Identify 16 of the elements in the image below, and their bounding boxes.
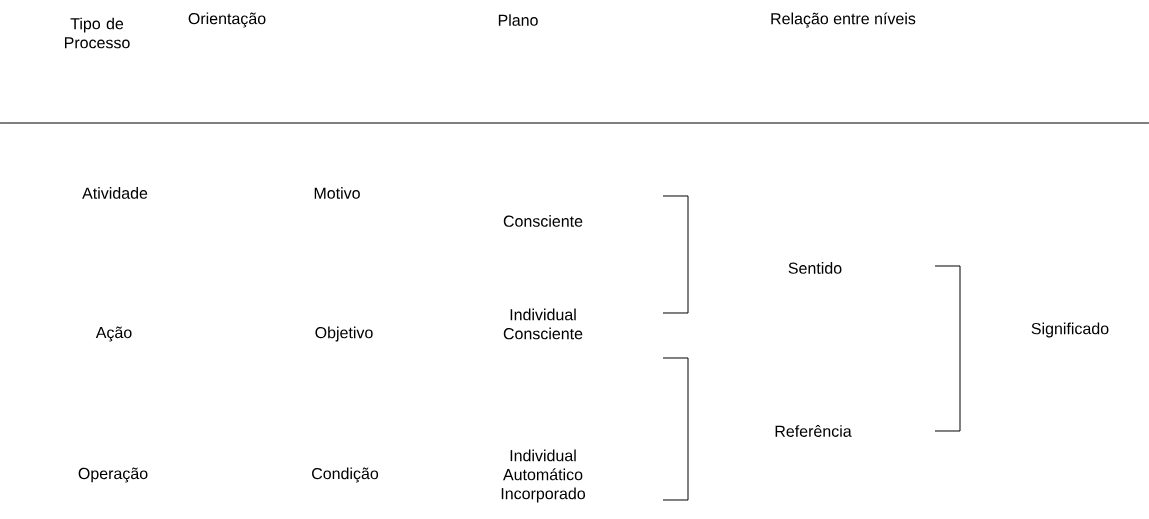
column-header: Plano (498, 14, 538, 26)
column-header: Orientação (188, 12, 266, 28)
cell-text: Ação (95, 326, 132, 342)
cell-text: Objetivo (315, 326, 373, 342)
cell-text: Atividade (82, 187, 148, 199)
cell-text: Condição (312, 467, 379, 483)
cell-text: Significado (1031, 322, 1109, 338)
cell-text: Motivo (314, 187, 360, 199)
column-header: Relação entre níveis (771, 12, 916, 28)
cell-text: Sentido (788, 262, 842, 274)
cell-text: Referência (775, 425, 852, 437)
cell-text: Individual Automático Incorporado (501, 449, 585, 503)
cell-text: Operação (78, 467, 148, 483)
column-header: Tipo de Processo (65, 17, 130, 49)
cell-text: Consciente (503, 215, 583, 227)
cell-text: Individual Consciente (503, 308, 583, 340)
